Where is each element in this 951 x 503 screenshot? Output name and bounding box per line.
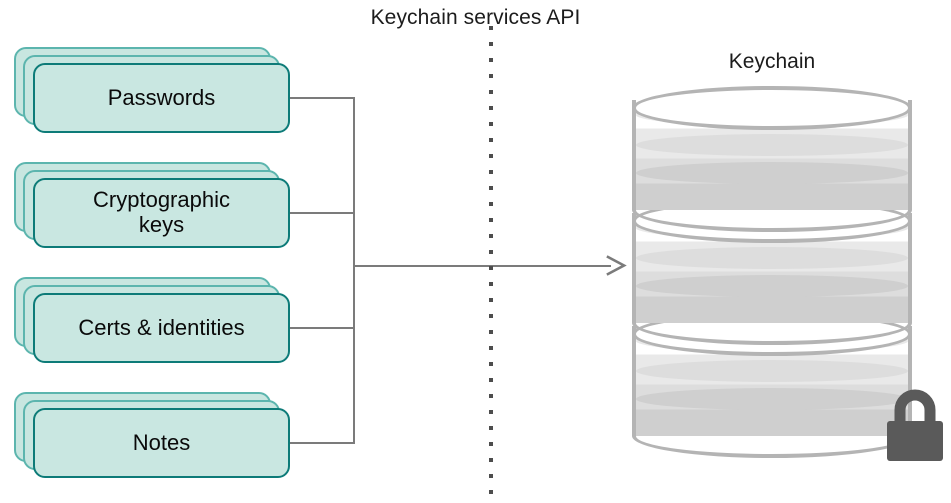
database-cylinder-icon xyxy=(632,86,912,458)
connector-stub-passwords xyxy=(290,97,355,99)
arrow-right-icon xyxy=(606,255,627,276)
card-label-passwords: Passwords xyxy=(107,84,216,110)
connector-bus-vertical xyxy=(353,97,355,444)
cylinder-top xyxy=(632,86,912,130)
lock-icon xyxy=(887,389,943,461)
card-front-passwords[interactable]: Passwords xyxy=(33,63,290,133)
card-front-cryptographic-keys[interactable]: Cryptographic keys xyxy=(33,178,290,248)
card-front-certs-and-identities[interactable]: Certs & identities xyxy=(33,293,290,363)
cylinder-band xyxy=(636,388,908,410)
connector-trunk-horizontal xyxy=(353,265,611,267)
item-stack-notes[interactable]: Notes xyxy=(14,392,304,484)
connector-stub-notes xyxy=(290,442,355,444)
cylinder-band xyxy=(636,134,908,156)
item-stack-passwords[interactable]: Passwords xyxy=(14,47,304,139)
cylinder-band xyxy=(636,162,908,184)
cylinder-band xyxy=(636,360,908,382)
cylinder-band xyxy=(636,247,908,269)
card-label-cryptographic-keys: Cryptographic keys xyxy=(93,187,230,237)
dotted-divider xyxy=(489,26,493,503)
keychain-title: Keychain xyxy=(728,50,816,73)
card-label-notes: Notes xyxy=(132,429,191,455)
item-stack-certs-and-identities[interactable]: Certs & identities xyxy=(14,277,304,369)
connector-stub-cryptographic-keys xyxy=(290,212,355,214)
card-front-notes[interactable]: Notes xyxy=(33,408,290,478)
keychain-services-api-title: Keychain services API xyxy=(370,6,581,29)
card-label-certs-and-identities: Certs & identities xyxy=(78,314,245,340)
item-stack-cryptographic-keys[interactable]: Cryptographic keys xyxy=(14,162,304,254)
cylinder-top-unit xyxy=(632,86,912,232)
connector-stub-certs-and-identities xyxy=(290,327,355,329)
cylinder-band xyxy=(636,275,908,297)
